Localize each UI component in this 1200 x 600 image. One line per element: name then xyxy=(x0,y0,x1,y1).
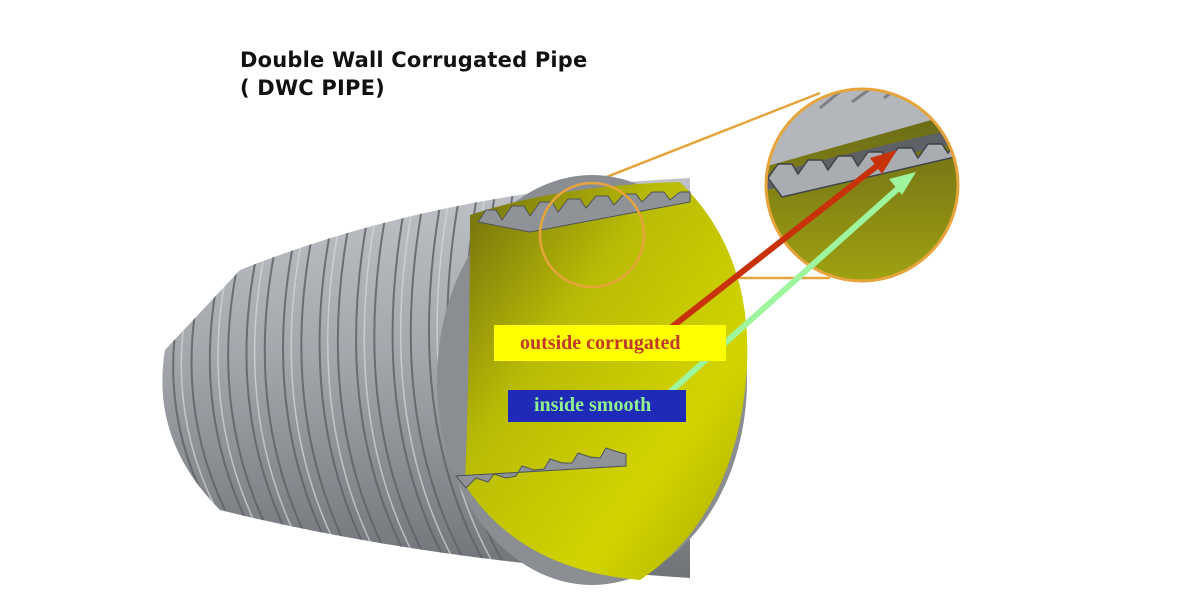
magnifier-zoom-detail xyxy=(764,87,960,283)
inside-smooth-text: inside smooth xyxy=(534,394,652,416)
outside-arrow xyxy=(666,150,897,333)
title-line-1: Double Wall Corrugated Pipe xyxy=(240,48,588,72)
outside-corrugated-text: outside corrugated xyxy=(520,332,681,354)
magnifier-small-ring xyxy=(538,181,646,289)
outside-corrugated-label: outside corrugated xyxy=(494,325,726,361)
inside-smooth-label: inside smooth xyxy=(508,390,686,422)
diagram-title: Double Wall Corrugated Pipe ( DWC PIPE) xyxy=(240,46,587,102)
pipe-cut-profile xyxy=(454,191,691,489)
pipe-inner-surface xyxy=(437,175,748,585)
title-line-2: ( DWC PIPE) xyxy=(240,76,385,100)
